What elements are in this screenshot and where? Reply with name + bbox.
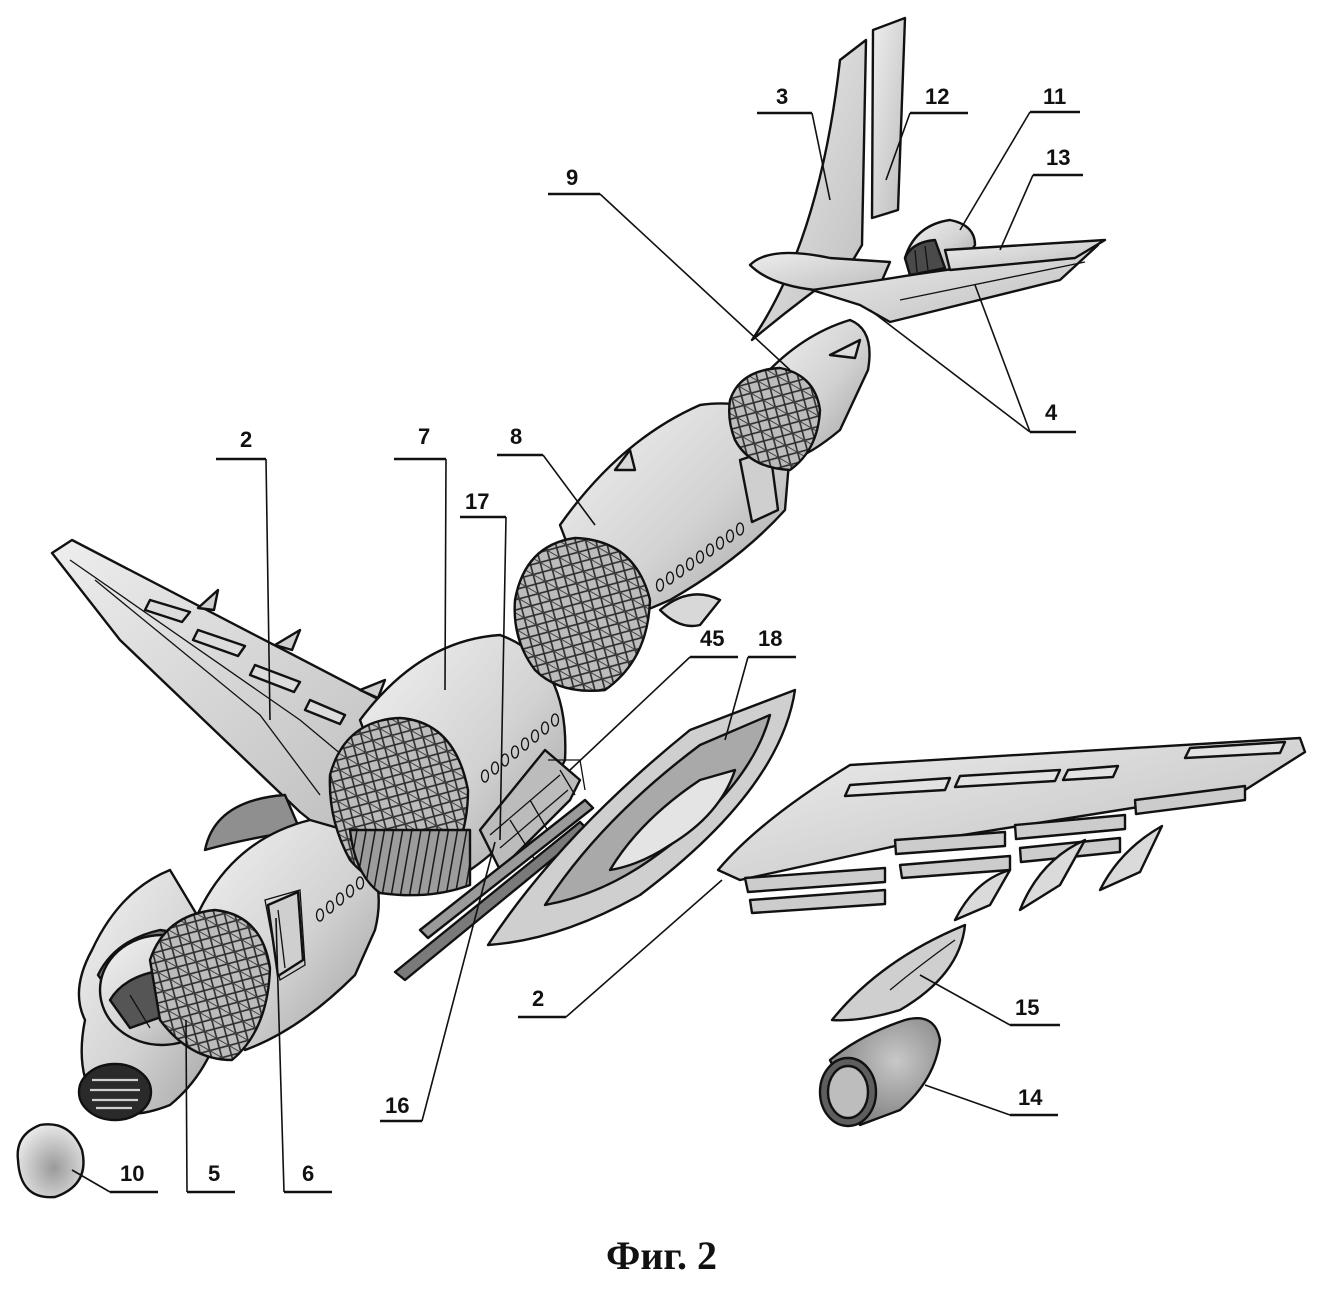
- svg-text:16: 16: [385, 1093, 409, 1118]
- svg-text:7: 7: [418, 424, 430, 449]
- svg-text:3: 3: [776, 84, 788, 109]
- svg-text:14: 14: [1018, 1085, 1043, 1110]
- flap-track-fairings: [953, 824, 1164, 922]
- label-8: 8: [497, 424, 596, 526]
- figure-caption: Фиг. 2: [605, 1233, 718, 1278]
- label-11: 11: [959, 84, 1080, 231]
- svg-text:2: 2: [240, 427, 252, 452]
- svg-text:2: 2: [532, 986, 544, 1011]
- label-14: 14: [924, 1084, 1058, 1117]
- svg-text:5: 5: [208, 1161, 220, 1186]
- label-5: 5: [185, 1019, 235, 1194]
- label-2-right: 2: [518, 879, 723, 1019]
- left-engine-pod: [203, 793, 302, 852]
- svg-text:13: 13: [1046, 145, 1070, 170]
- pylon-15: [830, 923, 967, 1022]
- svg-text:8: 8: [510, 424, 522, 449]
- landing-gear-bay-structure: [478, 748, 586, 872]
- svg-text:9: 9: [566, 165, 578, 190]
- svg-text:45: 45: [700, 626, 724, 651]
- label-2-left: 2: [216, 427, 271, 721]
- right-wing-spoiler-panels: [843, 740, 1287, 798]
- wing-body-fairing-18: [486, 688, 797, 947]
- forward-fuselage-section-6: [148, 818, 380, 1062]
- left-wing-flap-panels: [143, 598, 347, 726]
- nose-cone-10: [16, 1123, 85, 1199]
- label-7: 7: [394, 424, 447, 691]
- rear-fuselage-section-8: [513, 402, 792, 692]
- nose-radome-opening: [77, 1062, 153, 1122]
- tail-cone-section-9: [727, 318, 871, 472]
- svg-text:17: 17: [465, 489, 489, 514]
- label-6: 6: [275, 917, 332, 1194]
- left-wing: [50, 538, 397, 838]
- label-45: 45: [569, 626, 738, 771]
- forward-windows: [315, 876, 365, 922]
- rudder-12: [870, 16, 907, 220]
- label-4: 4: [869, 284, 1076, 434]
- label-18: 18: [724, 626, 796, 741]
- label-15: 15: [919, 974, 1060, 1027]
- engine-nacelle-14: [818, 1017, 942, 1128]
- svg-text:10: 10: [120, 1161, 144, 1186]
- label-9: 9: [548, 165, 791, 371]
- left-wing-flap-tracks: [196, 588, 387, 700]
- right-wing: [716, 736, 1307, 922]
- label-17: 17: [460, 489, 507, 841]
- label-16: 16: [380, 841, 496, 1123]
- center-section-7: [328, 633, 586, 897]
- exploded-aircraft-diagram: 3 12 11 13 9 4 8 7: [16, 16, 1307, 1199]
- horizontal-stabilizer-4: [748, 243, 1100, 324]
- svg-text:11: 11: [1043, 84, 1066, 109]
- center-section-windows: [480, 713, 560, 783]
- svg-text:6: 6: [302, 1161, 314, 1186]
- right-wing-flaps: [743, 784, 1247, 915]
- svg-text:18: 18: [758, 626, 782, 651]
- belly-fairing-panels: [393, 798, 595, 982]
- label-12: 12: [885, 84, 968, 181]
- elevator-13: [943, 238, 1107, 272]
- svg-text:15: 15: [1015, 995, 1039, 1020]
- svg-text:12: 12: [925, 84, 949, 109]
- label-3: 3: [757, 84, 831, 201]
- label-10: 10: [71, 1161, 158, 1194]
- rear-section-windows: [655, 522, 745, 592]
- label-13: 13: [999, 145, 1083, 251]
- svg-text:4: 4: [1045, 400, 1058, 425]
